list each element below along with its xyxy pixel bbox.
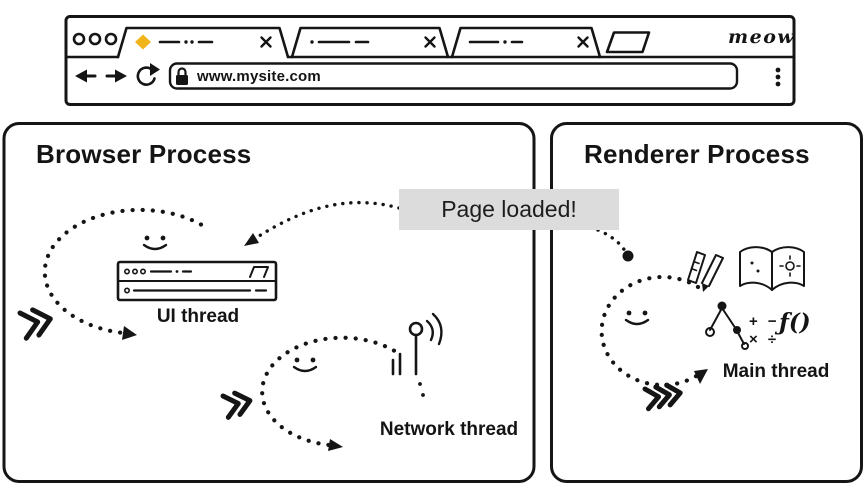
window-control-icon[interactable] [72,32,86,46]
math-symbols-row2: × ÷ [749,331,780,348]
ui-thread-loop [42,207,278,340]
renderer-process-box [550,122,863,483]
callout-arrow-to-ui-thread [244,200,401,246]
tab-close-icon[interactable] [577,36,589,48]
url-text[interactable]: www.mysite.com [197,68,321,85]
window-control-icon[interactable] [88,32,102,46]
tab-favicon-diamond-icon [135,34,151,50]
brand-text: meow [728,26,796,48]
function-doodle: ƒ() [779,309,811,336]
tab-active[interactable] [116,26,290,59]
browser-process-title: Browser Process [36,139,252,169]
loop-arrowhead [122,326,137,340]
back-icon[interactable] [75,69,97,83]
new-tab-button[interactable] [605,31,651,54]
browser-window-frame [64,15,796,106]
callout-arrow-to-renderer [596,228,634,262]
page-loaded-callout: Page loaded! [399,189,619,230]
main-thread-loop [599,274,708,388]
url-bar[interactable] [168,62,739,90]
tab-close-icon[interactable] [260,36,272,48]
tab-close-icon[interactable] [424,36,436,48]
node-tree-icon [705,301,749,350]
speed-chevrons-network [220,390,253,420]
antenna-icon [391,312,443,397]
renderer-doodles [687,246,805,350]
menu-dots-icon[interactable] [775,67,781,87]
arrow-end-dot [622,250,634,262]
book-icon [739,246,805,291]
tab-2[interactable] [290,26,450,59]
browser-process-box [2,122,536,483]
smiley-face [292,357,318,373]
smiley-face [142,235,168,251]
loop-arrowhead [694,369,708,384]
renderer-process-title: Renderer Process [584,139,810,169]
tab-3[interactable] [450,26,602,59]
window-control-buttons[interactable] [72,32,118,46]
network-thread-label: Network thread [379,419,519,440]
math-symbols-row1: + − [749,313,780,330]
arrowhead [244,233,259,246]
pencil-icon [701,254,724,292]
reload-icon[interactable] [136,63,160,86]
forward-icon[interactable] [105,69,127,83]
lock-icon [176,67,188,85]
speed-chevrons-ui [17,307,53,341]
loop-arrowhead [328,439,343,451]
ui-thread-label: UI thread [156,306,240,327]
speed-chevrons-renderer [642,382,683,412]
smiley-face [624,310,650,326]
window-control-icon[interactable] [104,32,118,46]
ruler-icon [687,251,706,284]
mini-browser-toolbar-icon [116,260,278,302]
network-thread-loop [260,312,443,451]
browser-window [64,15,796,106]
main-thread-label: Main thread [722,361,830,382]
